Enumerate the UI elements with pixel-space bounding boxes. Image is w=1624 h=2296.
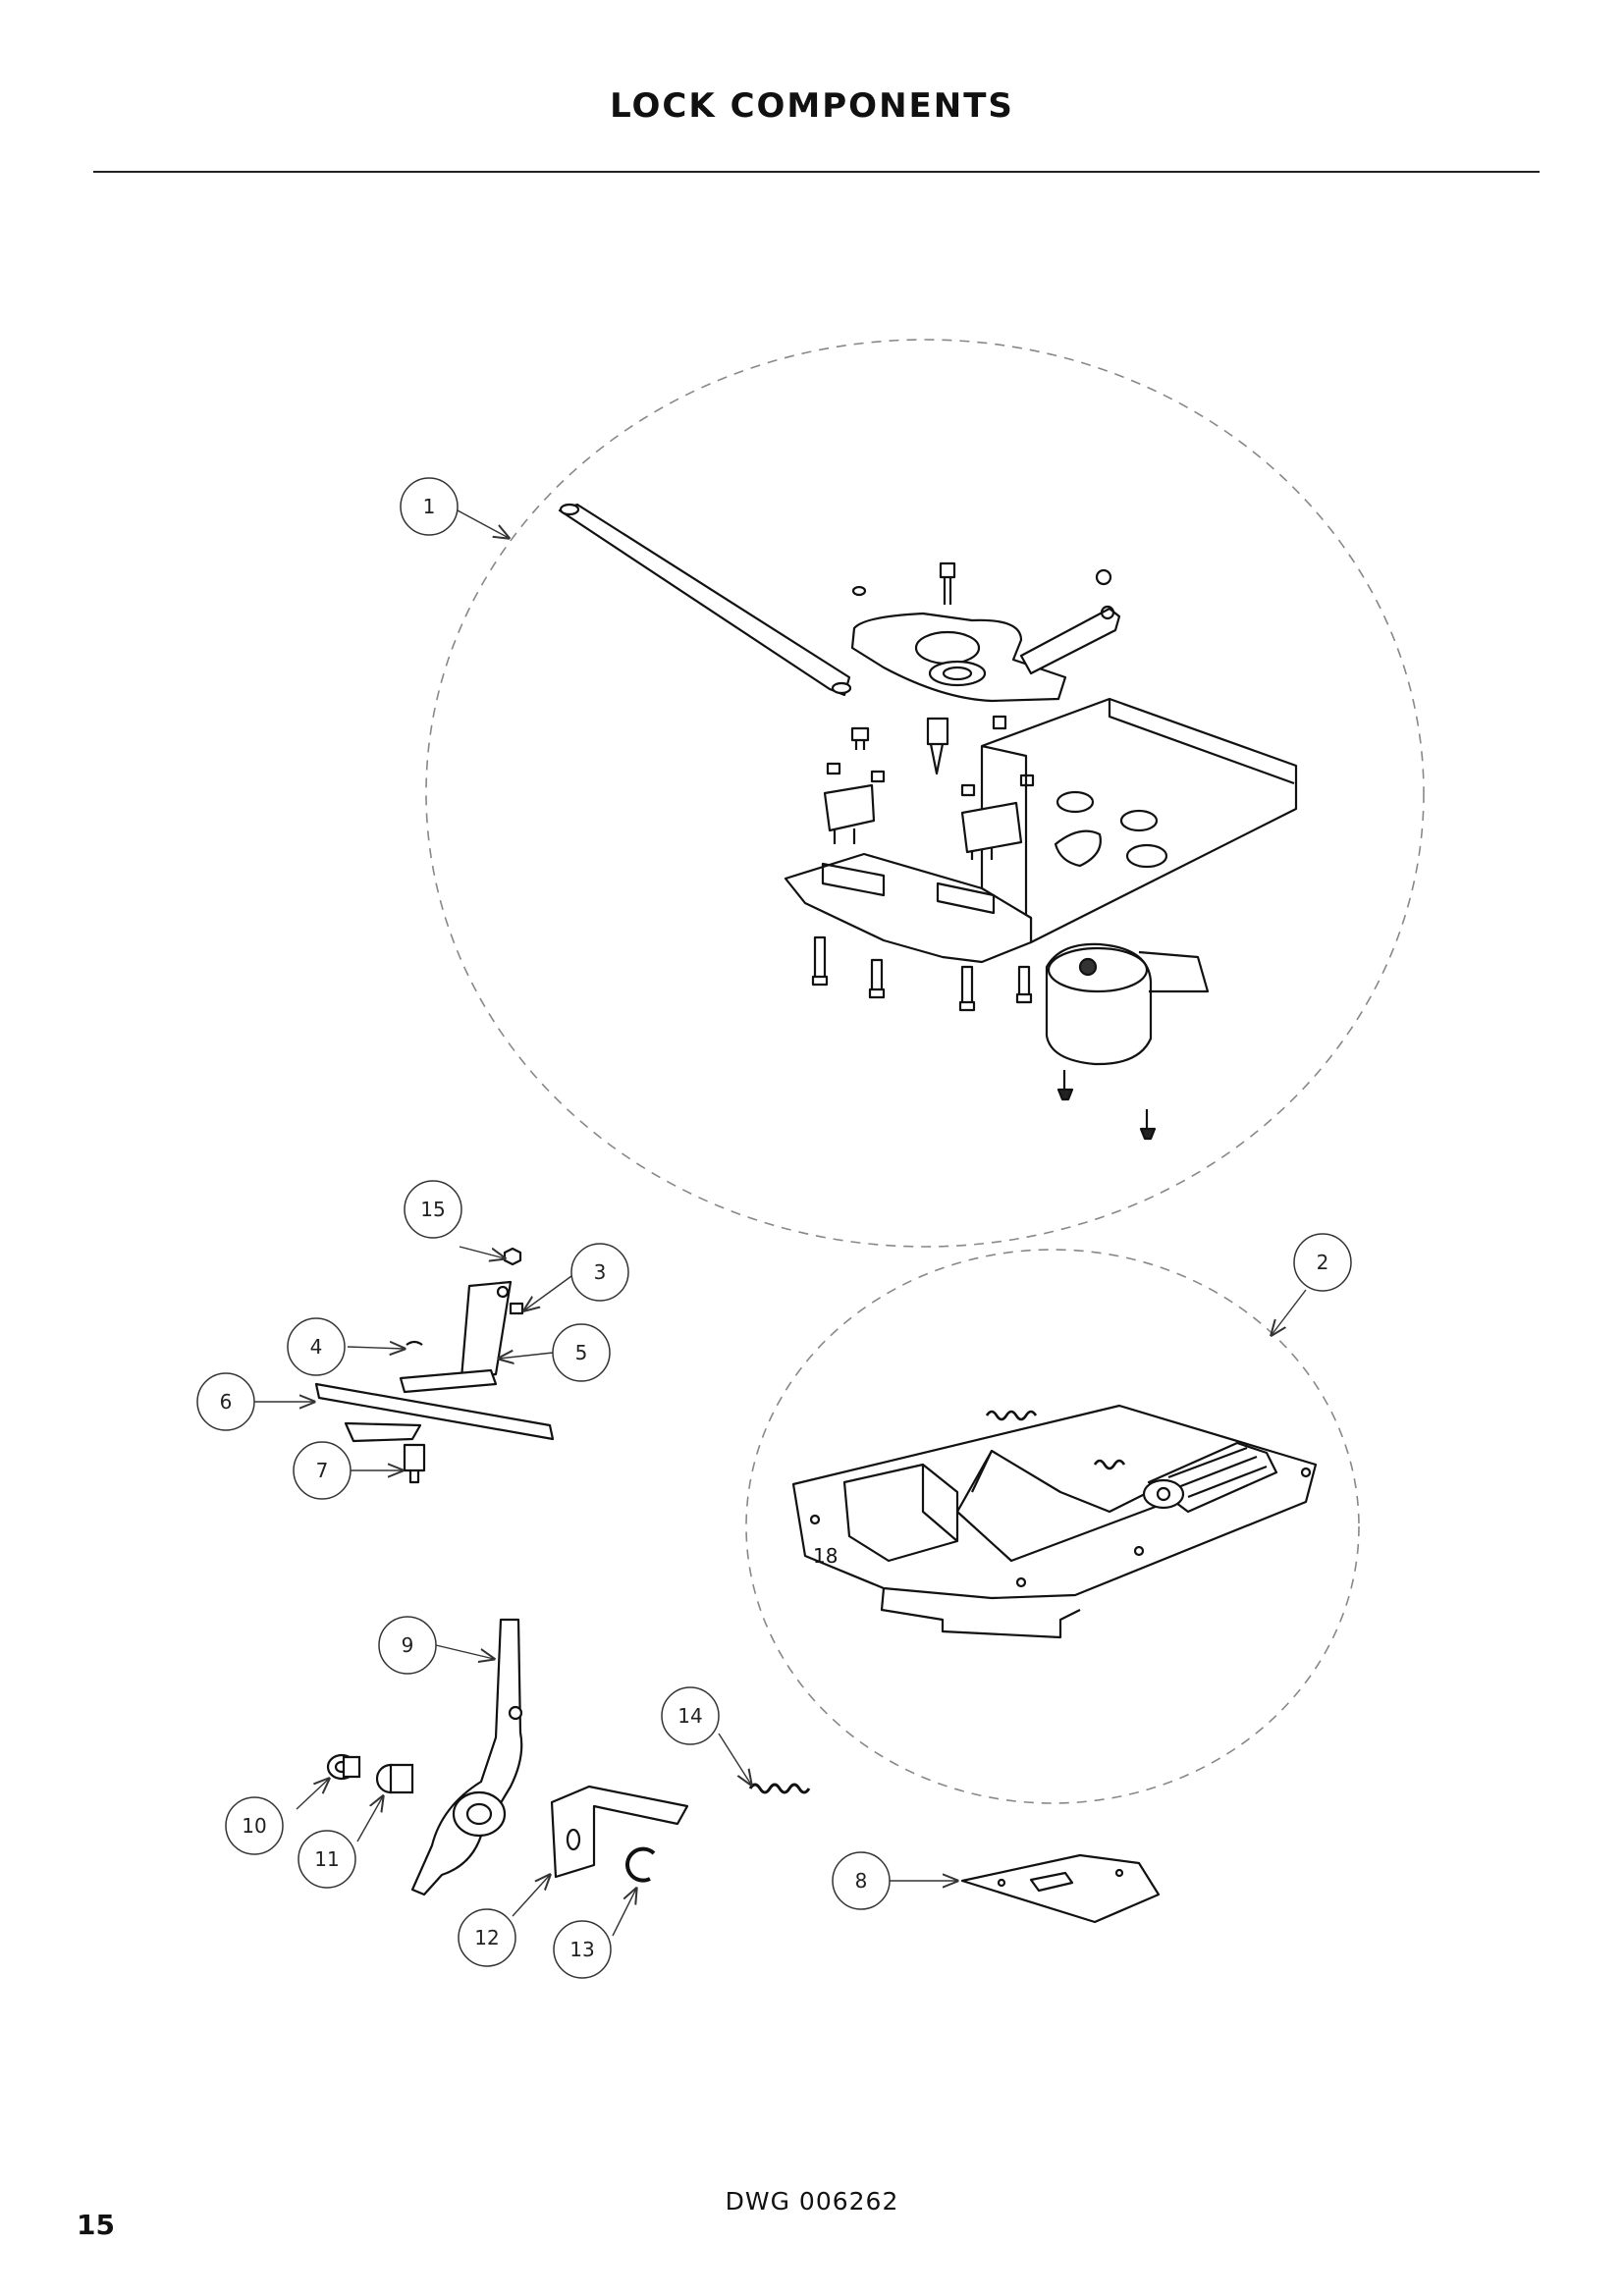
callout-label: 2 [1317, 1251, 1329, 1274]
plate-part-8 [960, 1853, 1161, 1924]
callout-label: 6 [220, 1390, 233, 1414]
callout-label: 10 [242, 1814, 266, 1838]
callout-circle [832, 1851, 891, 1910]
callout-label: 3 [594, 1260, 607, 1284]
detail-circle-1 [425, 339, 1425, 1248]
callout-label: 15 [420, 1198, 445, 1221]
callout-10: 10 [225, 1796, 284, 1855]
callout-5: 5 [552, 1323, 611, 1382]
leader-lines [253, 509, 1307, 1937]
callout-circle [196, 1372, 255, 1431]
callout-15: 15 [404, 1180, 462, 1239]
callout-label: 13 [569, 1938, 594, 1961]
callout-label: 9 [402, 1633, 414, 1657]
callout-circle [1293, 1233, 1352, 1292]
callout-circle [378, 1616, 437, 1675]
callout-circle [661, 1686, 720, 1745]
callout-circle [553, 1920, 612, 1979]
callout-circle [458, 1908, 516, 1967]
latch-assembly: 18 [791, 1404, 1318, 1639]
callout-1: 1 [400, 477, 459, 536]
callout-circle [400, 477, 459, 536]
callout-12: 12 [458, 1908, 516, 1967]
callout-circle [225, 1796, 284, 1855]
callout-8: 8 [832, 1851, 891, 1910]
lever-part-9 [410, 1618, 523, 1896]
callout-7: 7 [293, 1441, 352, 1500]
title-rule [93, 171, 1540, 173]
callout-circle [293, 1441, 352, 1500]
callout-label: 12 [474, 1926, 499, 1949]
callout-circle [570, 1243, 629, 1302]
callout-label: 4 [310, 1335, 323, 1359]
callout-9: 9 [378, 1616, 437, 1675]
callout-circle [552, 1323, 611, 1382]
callout-circle [298, 1830, 356, 1889]
callout-2: 2 [1293, 1233, 1352, 1292]
striker-bracket [314, 1247, 555, 1484]
callout-label: 7 [316, 1459, 329, 1482]
clip-part-13 [625, 1846, 656, 1883]
spring-part-15 [748, 1783, 811, 1794]
callout-label: 5 [575, 1341, 588, 1364]
callout-label: 14 [677, 1704, 702, 1728]
detail-circle-2 [745, 1249, 1360, 1804]
callout-circle [404, 1180, 462, 1239]
callout-circle [287, 1317, 346, 1376]
pins-part-10-11 [326, 1753, 414, 1794]
callout-3: 3 [570, 1243, 629, 1302]
callout-label: 11 [314, 1847, 339, 1871]
lock-mechanism-assembly [558, 503, 1298, 1141]
page-number: 15 [77, 2209, 115, 2241]
callout-4: 4 [287, 1317, 346, 1376]
callout-13: 13 [553, 1920, 612, 1979]
page-title: LOCK COMPONENTS [610, 86, 1014, 126]
callout-label: 8 [855, 1869, 868, 1893]
drawing-number: DWG 006262 [725, 2187, 899, 2216]
callout-11: 11 [298, 1830, 356, 1889]
callout-label: 1 [423, 495, 436, 518]
callout-6: 6 [196, 1372, 255, 1431]
detail-2-part-mark: 18 [813, 1544, 838, 1568]
bracket-part-12 [550, 1785, 689, 1879]
callout-14: 14 [661, 1686, 720, 1745]
